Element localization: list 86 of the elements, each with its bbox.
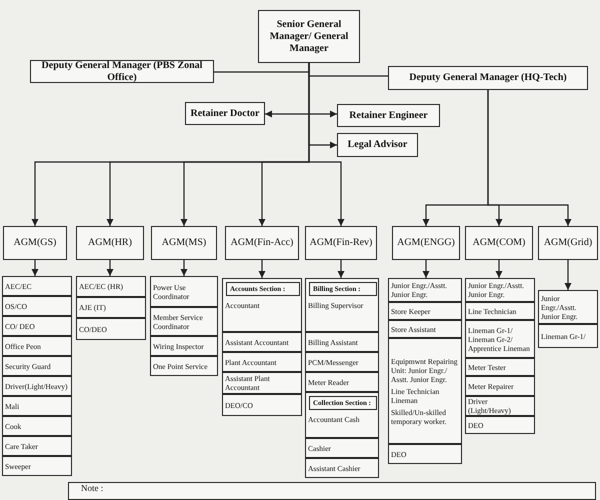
- connector-arrow: [106, 260, 114, 276]
- post-cell: [2, 356, 72, 376]
- post-cell: [305, 458, 379, 478]
- position-box: [76, 226, 144, 260]
- position-title: Deputy General Manager (PBS Zonal Office): [40, 60, 204, 84]
- post-cell: [2, 416, 72, 436]
- post-cell: [2, 456, 72, 476]
- position-title: AGM(Fin-Acc): [230, 237, 294, 249]
- post-cell: [2, 436, 72, 456]
- post-cell: [538, 324, 598, 348]
- connector-arrow: [495, 260, 503, 278]
- post-cell: [2, 396, 72, 416]
- post-cell: [2, 376, 72, 396]
- position-title: Legal Advisor: [348, 139, 408, 151]
- note-text: Note :: [81, 483, 104, 493]
- connector-arrow: [337, 260, 345, 278]
- connector-arrow: [180, 260, 188, 276]
- post-cell: [150, 336, 218, 356]
- position-title: AGM(GS): [14, 237, 56, 249]
- post-cell: [222, 394, 302, 416]
- post-cell: [222, 332, 302, 352]
- connector-arrow: [422, 260, 430, 278]
- position-box: [305, 226, 377, 260]
- post-cell: [2, 336, 72, 356]
- post-cell: [388, 320, 462, 338]
- position-box: [151, 226, 217, 260]
- post-cell: [150, 356, 218, 376]
- position-box: [337, 104, 440, 127]
- post-cell: [305, 332, 379, 352]
- post-cell: [388, 444, 462, 464]
- connector-arrow: [308, 63, 345, 226]
- section-box: [226, 282, 300, 296]
- post-cell: [305, 392, 379, 438]
- position-title: Retainer Engineer: [349, 110, 428, 122]
- position-box: [465, 226, 533, 260]
- post-cell: [538, 290, 598, 324]
- post-cell: [388, 278, 462, 302]
- connector-arrow: [258, 260, 266, 278]
- position-title: AGM(HR): [88, 237, 132, 249]
- post-cell: [150, 276, 218, 307]
- position-box: [3, 226, 67, 260]
- connector-arrow: [487, 90, 572, 226]
- position-title: AGM(Fin-Rev): [310, 237, 372, 249]
- position-box: [392, 226, 460, 260]
- position-box: [538, 226, 598, 260]
- position-title: Retainer Doctor: [190, 108, 260, 120]
- post-cell: [305, 352, 379, 372]
- position-title: AGM(COM): [472, 237, 526, 249]
- position-box: [388, 66, 588, 90]
- post-cell: [305, 372, 379, 392]
- section-box: [309, 396, 377, 410]
- post-cell: [388, 338, 462, 444]
- position-box: [258, 10, 360, 63]
- position-box: [225, 226, 299, 260]
- position-title: Senior General Manager/ General Manager: [268, 18, 350, 54]
- post-cell: [388, 302, 462, 320]
- connector-arrow: [265, 110, 337, 118]
- section-box: [309, 282, 377, 296]
- post-cell: [465, 396, 535, 416]
- note-box: [68, 482, 596, 500]
- post-cell: [222, 372, 302, 394]
- post-cell: [76, 276, 146, 297]
- position-title: AGM(MS): [162, 237, 206, 249]
- post-cell: [305, 438, 379, 458]
- post-cell: [76, 297, 146, 318]
- post-cell: [2, 276, 72, 296]
- position-box: [337, 133, 418, 157]
- post-cell: [465, 320, 535, 358]
- post-cell: [465, 416, 535, 434]
- post-cell: [76, 318, 146, 340]
- post-cell: [222, 278, 302, 332]
- post-cell: [222, 352, 302, 372]
- post-cell: [465, 302, 535, 320]
- post-cell: [465, 376, 535, 396]
- connector-arrow: [564, 260, 572, 290]
- post-cell: [465, 358, 535, 376]
- post-cell: [2, 316, 72, 336]
- position-title: AGM(Grid): [544, 237, 592, 249]
- post-cell: [2, 296, 72, 316]
- position-title: AGM(ENGG): [397, 237, 455, 249]
- post-cell: [465, 278, 535, 302]
- connector-arrow: [31, 260, 39, 276]
- post-cell: [150, 307, 218, 336]
- position-box: [185, 102, 265, 125]
- post-cell: [305, 278, 379, 332]
- position-title: Deputy General Manager (HQ-Tech): [409, 72, 567, 84]
